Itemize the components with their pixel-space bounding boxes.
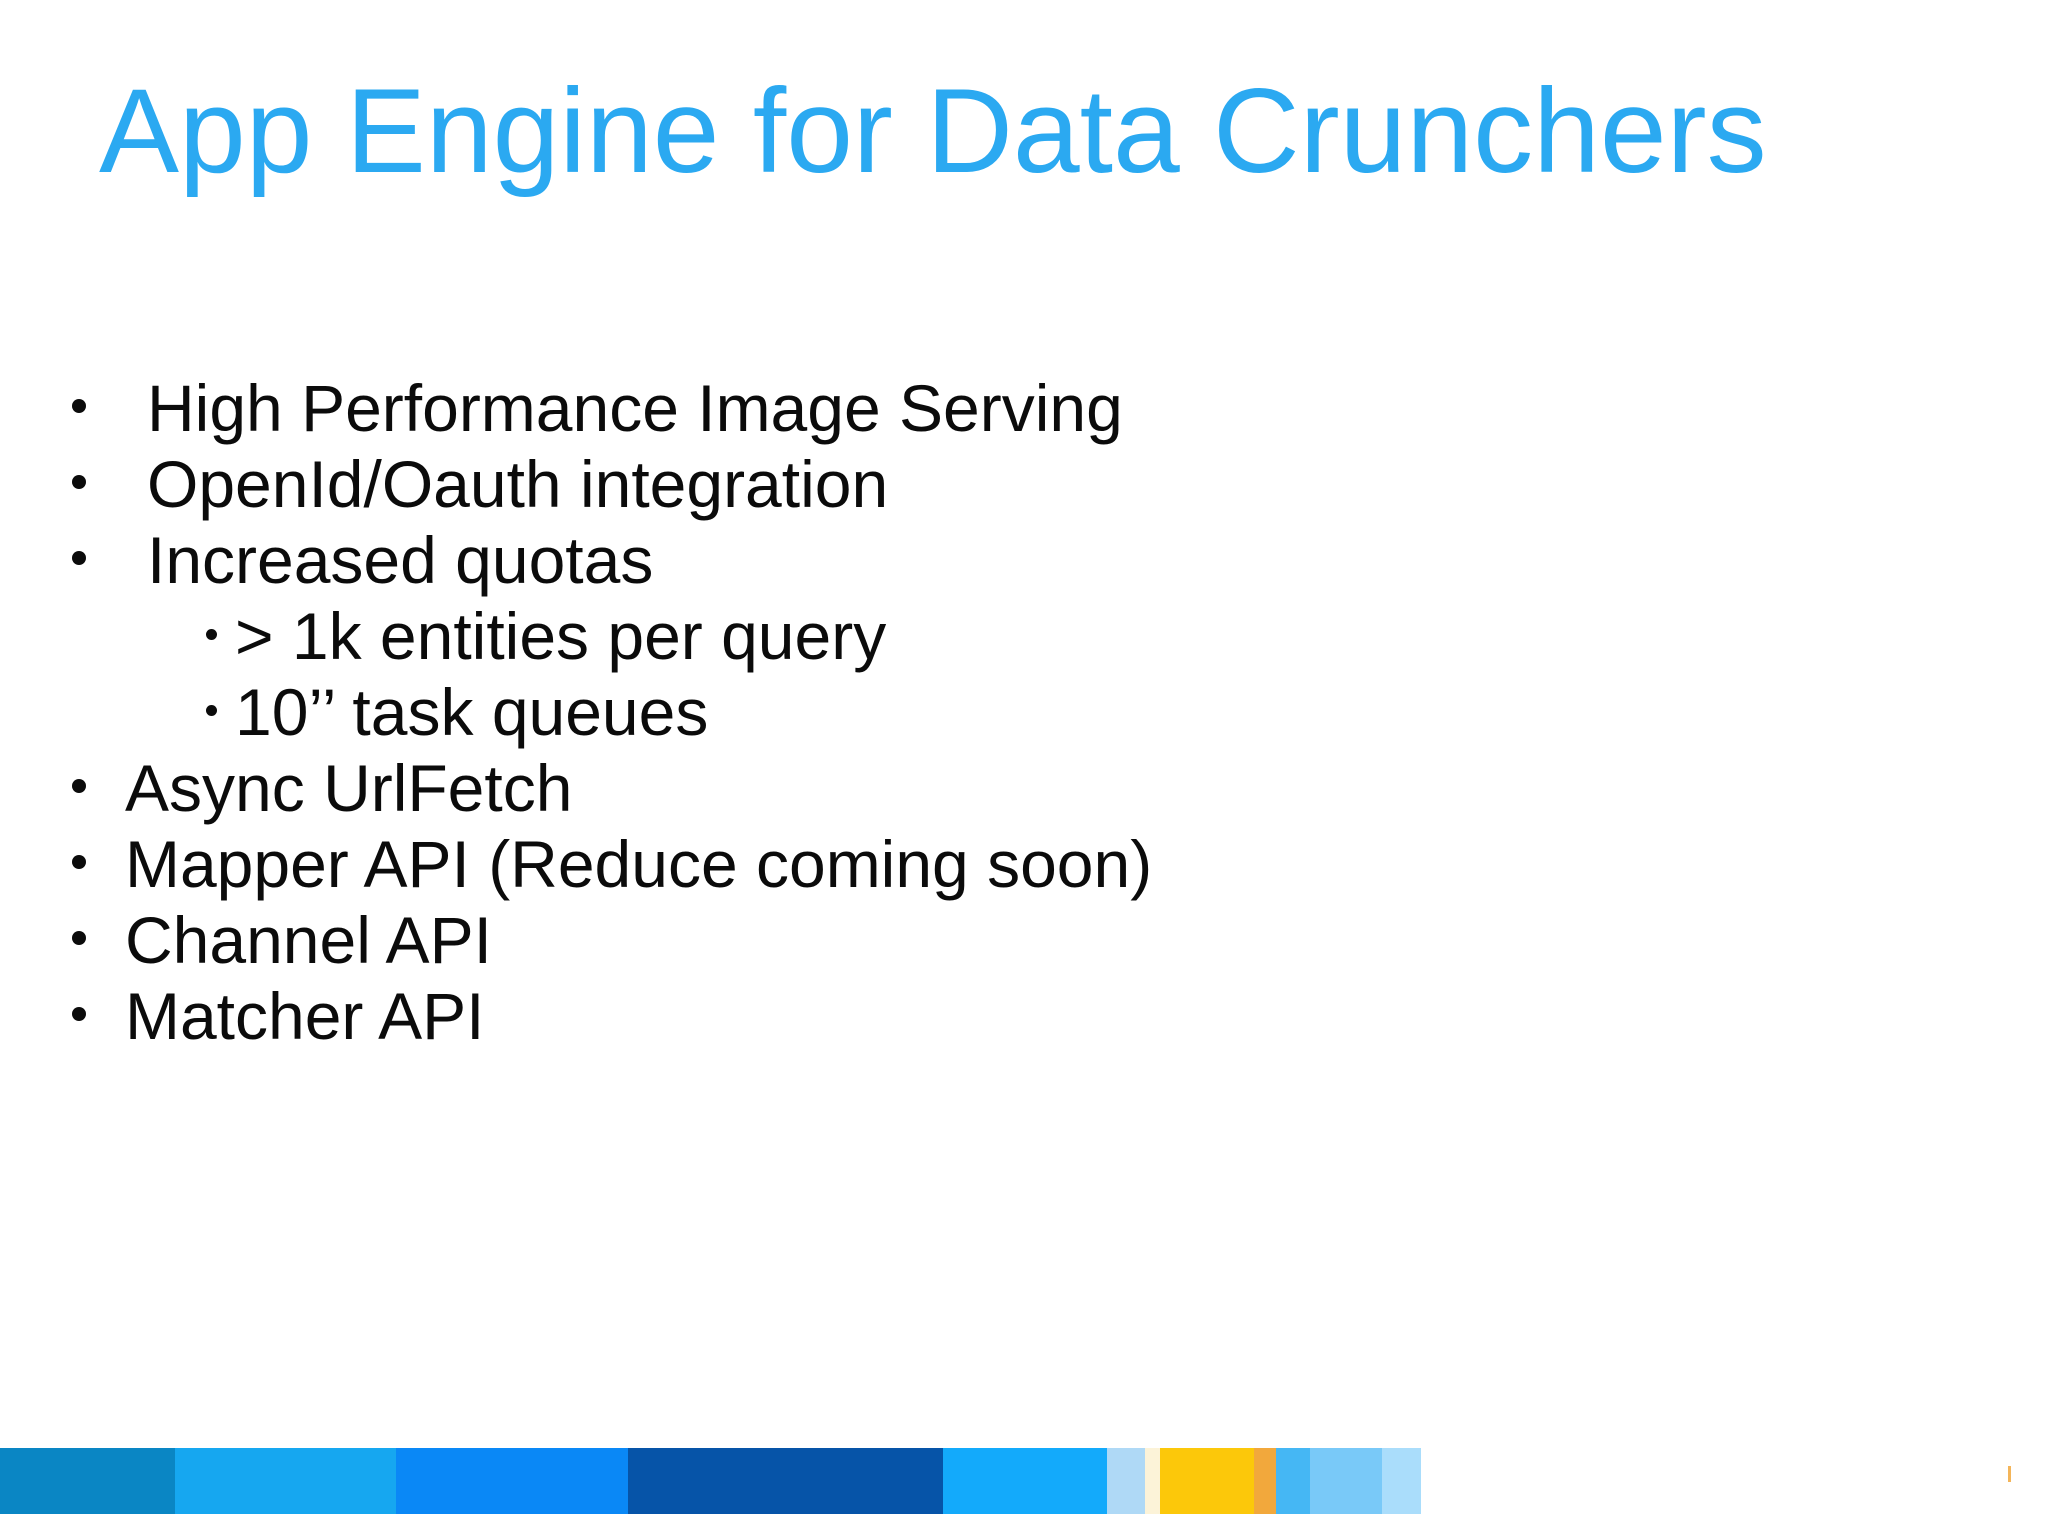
sub-list-item: > 1k entities per query	[0, 598, 2048, 674]
bullet-text: Channel API	[125, 903, 492, 977]
bullet-text: High Performance Image Serving	[147, 371, 1123, 445]
bullet-text: Mapper API (Reduce coming soon)	[125, 827, 1153, 901]
stripe-segment	[1254, 1448, 1276, 1514]
bullet-list: High Performance Image Serving OpenId/Oa…	[0, 370, 2048, 1054]
bullet-text: Matcher API	[125, 979, 485, 1053]
list-item: High Performance Image Serving	[0, 370, 2048, 446]
bullet-text: Async UrlFetch	[125, 751, 573, 825]
list-item: Matcher API	[0, 978, 2048, 1054]
footer-stripe	[0, 1448, 2048, 1514]
bullet-text: 10’’ task queues	[235, 675, 709, 749]
bullet-icon	[206, 705, 217, 716]
list-item: Channel API	[0, 902, 2048, 978]
stripe-segment	[1145, 1448, 1160, 1514]
bullet-icon	[72, 931, 86, 945]
stripe-segment	[1276, 1448, 1310, 1514]
bullet-icon	[206, 629, 217, 640]
bullet-icon	[72, 1007, 86, 1021]
bullet-text: OpenId/Oauth integration	[147, 447, 889, 521]
bullet-text: > 1k entities per query	[235, 599, 887, 673]
stripe-segment	[1107, 1448, 1145, 1514]
stripe-segment	[396, 1448, 628, 1514]
bullet-icon	[72, 855, 86, 869]
stripe-segment	[0, 1448, 175, 1514]
footer-orange-tick	[2008, 1466, 2011, 1482]
list-item: Async UrlFetch	[0, 750, 2048, 826]
stripe-segment	[1310, 1448, 1382, 1514]
stripe-segment	[943, 1448, 1107, 1514]
bullet-icon	[72, 551, 86, 565]
stripe-segment	[628, 1448, 943, 1514]
list-item: OpenId/Oauth integration	[0, 446, 2048, 522]
sub-list-item: 10’’ task queues	[0, 674, 2048, 750]
slide-title: App Engine for Data Crunchers	[99, 64, 1767, 198]
list-item: Increased quotas	[0, 522, 2048, 598]
stripe-segment	[1160, 1448, 1254, 1514]
stripe-segment	[175, 1448, 396, 1514]
bullet-icon	[72, 779, 86, 793]
bullet-icon	[72, 399, 86, 413]
bullet-text: Increased quotas	[147, 523, 654, 597]
bullet-icon	[72, 475, 86, 489]
stripe-segment	[1382, 1448, 1421, 1514]
list-item: Mapper API (Reduce coming soon)	[0, 826, 2048, 902]
